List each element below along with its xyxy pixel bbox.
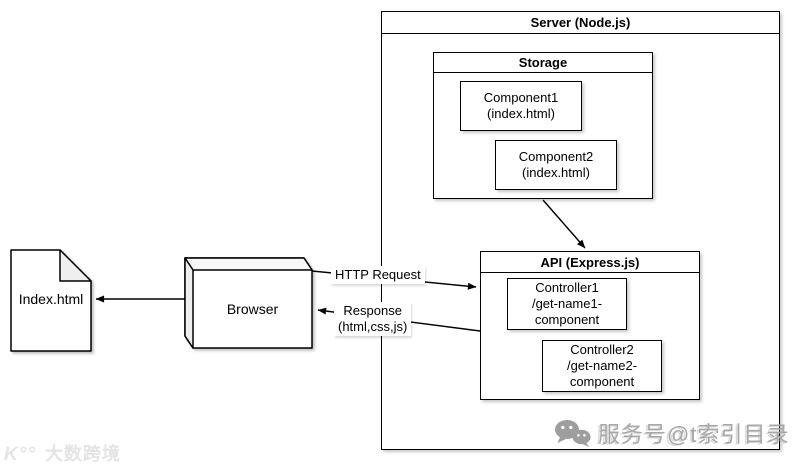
browser-label: Browser bbox=[226, 301, 279, 317]
wechat-watermark-text: 服务号@t索引目录 bbox=[598, 422, 790, 447]
component2-name: Component2 bbox=[518, 149, 594, 164]
controller2-name: Controller2 bbox=[570, 342, 634, 357]
controller1-route: /get-name1- bbox=[531, 296, 603, 311]
component1-box: Component1 (index.html) bbox=[460, 81, 582, 131]
controller2-route: /get-name2- bbox=[566, 358, 638, 373]
http-request-label: HTTP Request bbox=[331, 266, 425, 284]
bottom-left-logo: K°° bbox=[4, 444, 36, 465]
controller1-name: Controller1 bbox=[535, 280, 599, 295]
storage-title: Storage bbox=[434, 53, 652, 73]
bottom-left-watermark-text: 大数跨境 bbox=[44, 444, 121, 464]
bottom-left-watermark: K°° 大数跨境 bbox=[4, 440, 121, 466]
component1-file: (index.html) bbox=[487, 106, 555, 121]
wechat-watermark: 服务号@t索引目录 bbox=[554, 417, 789, 449]
component1-name: Component1 bbox=[483, 90, 559, 105]
response-label: Response (html,css,js) bbox=[334, 302, 412, 336]
response-label-line1: Response bbox=[343, 303, 402, 318]
wechat-icon bbox=[555, 420, 591, 447]
index-html-label: Index.html bbox=[18, 291, 84, 307]
component2-box: Component2 (index.html) bbox=[495, 140, 617, 190]
controller1-box: Controller1 /get-name1- component bbox=[507, 278, 627, 330]
component2-file: (index.html) bbox=[522, 165, 590, 180]
api-title: API (Express.js) bbox=[481, 252, 699, 273]
controller1-route-cont: component bbox=[534, 312, 600, 327]
response-label-line2: (html,css,js) bbox=[338, 319, 408, 334]
server-title: Server (Node.js) bbox=[382, 12, 779, 34]
controller2-box: Controller2 /get-name2- component bbox=[542, 340, 662, 392]
controller2-route-cont: component bbox=[569, 374, 635, 389]
